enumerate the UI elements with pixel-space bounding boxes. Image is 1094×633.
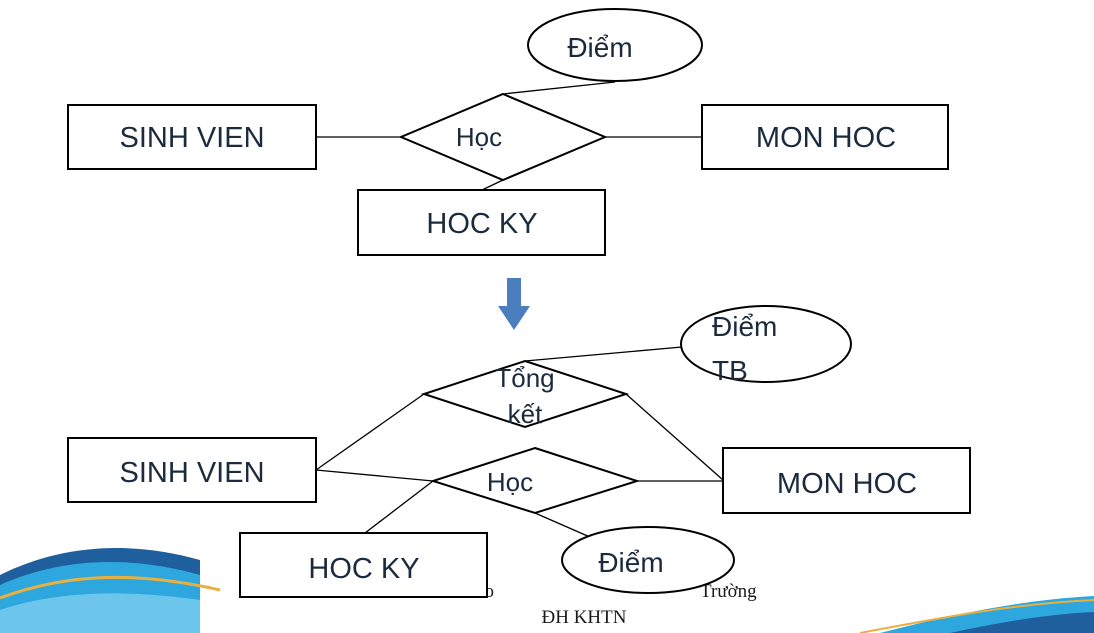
bottom-line-summary-course — [625, 393, 724, 481]
top-attribute-score-label: Điểm — [567, 32, 632, 63]
footer-line1-right: Trường — [700, 581, 757, 602]
bottom-attribute-avg-score-label-line1: Điểm — [712, 311, 777, 342]
bottom-entity-course — [722, 447, 971, 514]
footer-line2: ĐH KHTN — [541, 607, 627, 628]
top-line-rel-score — [502, 81, 616, 95]
bottom-attribute-avg-score — [680, 305, 852, 383]
bottom-diagram: Tổng kết SINH VIEN Học MON HOC Điểm TB H… — [67, 305, 971, 598]
bottom-line-student-study — [315, 469, 434, 482]
top-relationship — [398, 92, 608, 182]
top-entity-course-label: MON HOC — [756, 122, 896, 154]
top-entity-course — [701, 104, 949, 170]
top-entity-semester-label: HOC KY — [426, 208, 537, 240]
top-entity-student — [67, 104, 317, 170]
bottom-entity-student — [67, 437, 317, 503]
down-arrow-icon — [498, 278, 530, 330]
bottom-entity-semester — [239, 532, 488, 598]
top-entity-semester — [357, 189, 606, 256]
bottom-attribute-score-label: Điểm — [598, 547, 663, 578]
bottom-relationship-summary-label-line2: kết — [508, 399, 543, 429]
bottom-line-summary-avg — [524, 346, 683, 362]
bottom-relationship-summary-label-line1: Tổng — [495, 363, 554, 393]
top-relationship-label: Học — [456, 122, 502, 152]
bottom-relationship-summary — [420, 359, 630, 429]
bottom-relationship-study-label: Học — [487, 467, 533, 497]
bottom-attribute-avg-score-label-line2: TB — [712, 355, 748, 386]
bottom-entity-student-label: SINH VIEN — [119, 457, 264, 489]
top-attribute-score — [527, 8, 703, 82]
top-entity-student-label: SINH VIEN — [119, 122, 264, 154]
bottom-entity-semester-label: HOC KY — [308, 553, 419, 585]
bottom-line-student-summary — [315, 393, 425, 471]
top-diagram: SINH VIEN Học MON HOC HOC KY Điểm — [67, 8, 949, 256]
bottom-attribute-score — [561, 526, 735, 594]
bottom-line-study-semester — [364, 480, 434, 534]
bottom-entity-course-label: MON HOC — [777, 468, 917, 500]
top-line-rel-semester — [481, 179, 504, 191]
bottom-relationship-study — [429, 446, 641, 515]
